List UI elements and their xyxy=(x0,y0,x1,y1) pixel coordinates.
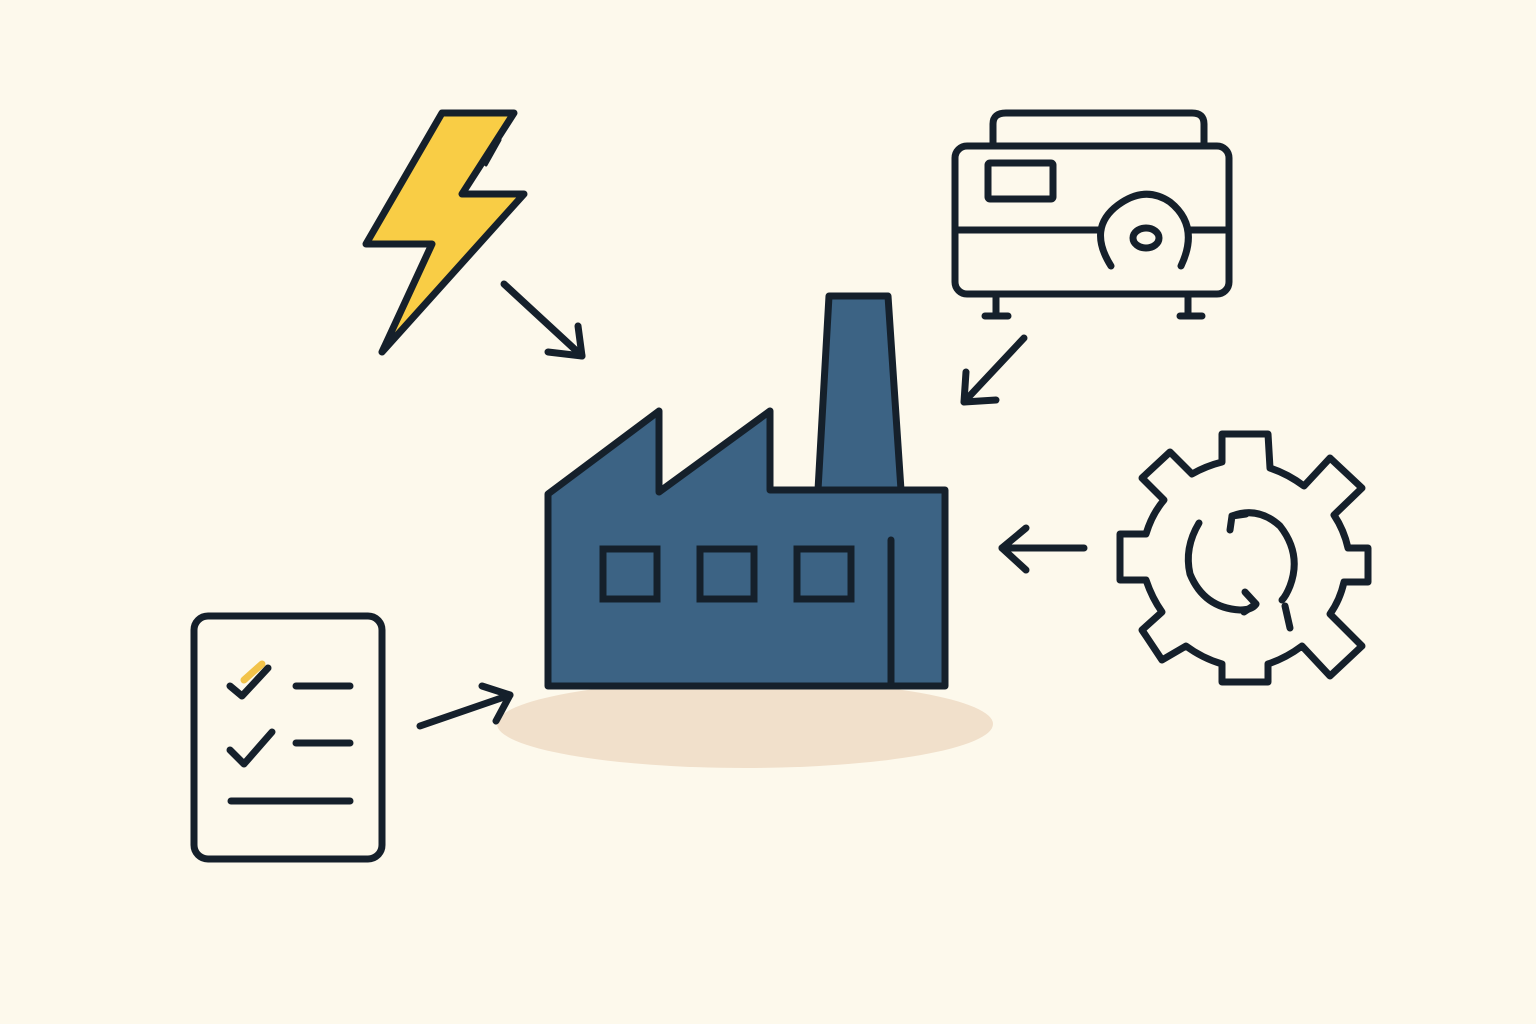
generator-icon xyxy=(951,109,1233,320)
arrow-generator-to-factory xyxy=(960,334,1028,406)
lightning-bolt-icon xyxy=(362,109,528,356)
gear-cycle-icon xyxy=(1116,430,1372,686)
factory-icon xyxy=(544,292,949,690)
factory-chimney xyxy=(814,292,905,494)
factory-window xyxy=(793,545,855,603)
factory-window xyxy=(599,545,661,603)
arrow-checklist-to-factory xyxy=(416,682,514,730)
arrow-gear-to-factory xyxy=(998,524,1088,574)
checklist-icon xyxy=(190,612,386,863)
arrow-electricity-to-factory xyxy=(500,280,586,360)
factory-shadow xyxy=(497,680,993,768)
factory-window xyxy=(696,545,758,603)
